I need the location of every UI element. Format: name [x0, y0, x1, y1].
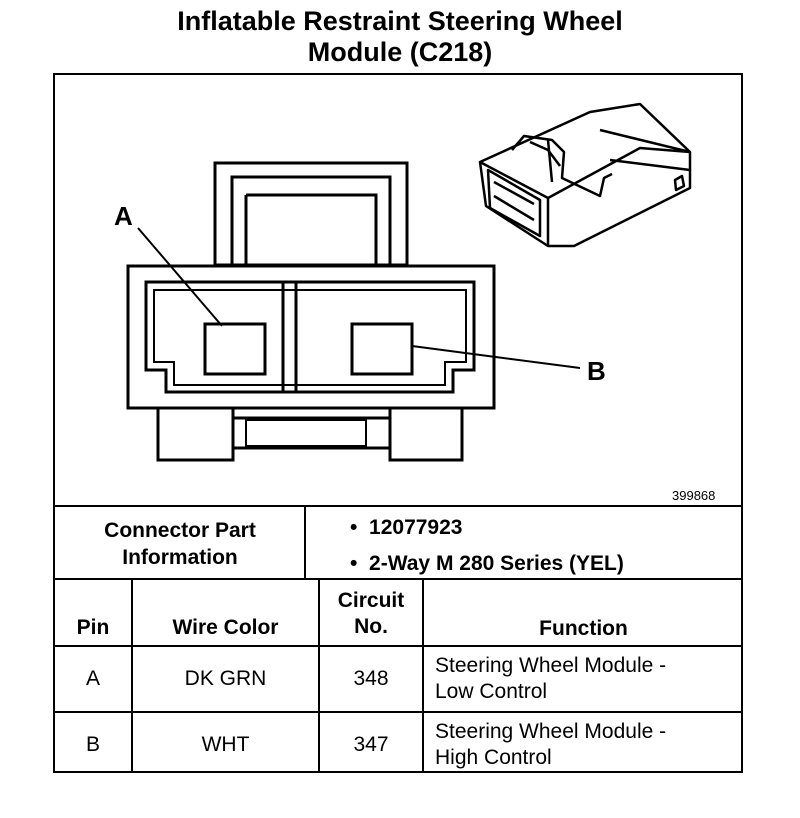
pin-column-divider	[131, 578, 133, 773]
header-circuit-line-1: Circuit	[337, 589, 405, 612]
row-a-function-line-1: Steering Wheel Module -	[435, 654, 667, 677]
header-bottom-border	[53, 645, 743, 647]
part-number: 12077923	[369, 516, 463, 539]
row-a-function-line-2: Low Control	[435, 680, 548, 703]
connector-info-heading: Connector Part Information	[55, 517, 305, 571]
row-a-function: Steering Wheel Module - Low Control	[435, 653, 666, 705]
header-circuit-line-2: No.	[354, 615, 388, 638]
row-b-wire-color: WHT	[201, 733, 250, 756]
row-b-function: Steering Wheel Module - High Control	[435, 719, 666, 771]
table-top-border	[53, 505, 743, 507]
pin-b-leader-line	[411, 345, 581, 369]
figure-number: 399868	[672, 488, 716, 503]
connector-info-heading-line-1: Connector Part	[104, 519, 256, 542]
connector-info-item: • 2-Way M 280 Series (YEL)	[350, 552, 624, 575]
pin-a-leader-line	[137, 227, 223, 327]
title-line-2: Module (C218)	[307, 37, 493, 67]
row-b-function-line-2: High Control	[435, 746, 552, 769]
row-a-circuit: 348	[353, 667, 389, 690]
pin-a-label: A	[114, 201, 133, 231]
row-b-function-line-1: Steering Wheel Module -	[435, 720, 667, 743]
connector-info-item: • 12077923	[350, 516, 463, 539]
connector-face-drawing	[126, 161, 496, 462]
title-line-1: Inflatable Restraint Steering Wheel	[177, 6, 623, 36]
connector-series: 2-Way M 280 Series (YEL)	[369, 552, 624, 575]
row-b-circuit: 347	[353, 733, 389, 756]
header-pin: Pin	[76, 616, 110, 639]
connector-info-divider	[304, 505, 306, 579]
row-a-wire-color: DK GRN	[184, 667, 267, 690]
pin-b-label: B	[587, 356, 606, 386]
diagram-frame	[53, 73, 743, 773]
row-b-pin: B	[85, 733, 100, 756]
circuit-column-divider	[422, 578, 424, 773]
row-a-pin: A	[85, 667, 100, 690]
diagram-title: Inflatable Restraint Steering Wheel Modu…	[0, 6, 800, 68]
connector-info-bottom-border	[53, 578, 743, 580]
header-function: Function	[539, 617, 628, 640]
wire-column-divider	[318, 578, 320, 773]
connector-isometric-drawing	[478, 102, 692, 248]
header-wire-color: Wire Color	[172, 616, 279, 639]
row-divider	[53, 711, 743, 713]
header-circuit: Circuit No.	[320, 588, 422, 640]
connector-info-heading-line-2: Information	[122, 546, 238, 569]
